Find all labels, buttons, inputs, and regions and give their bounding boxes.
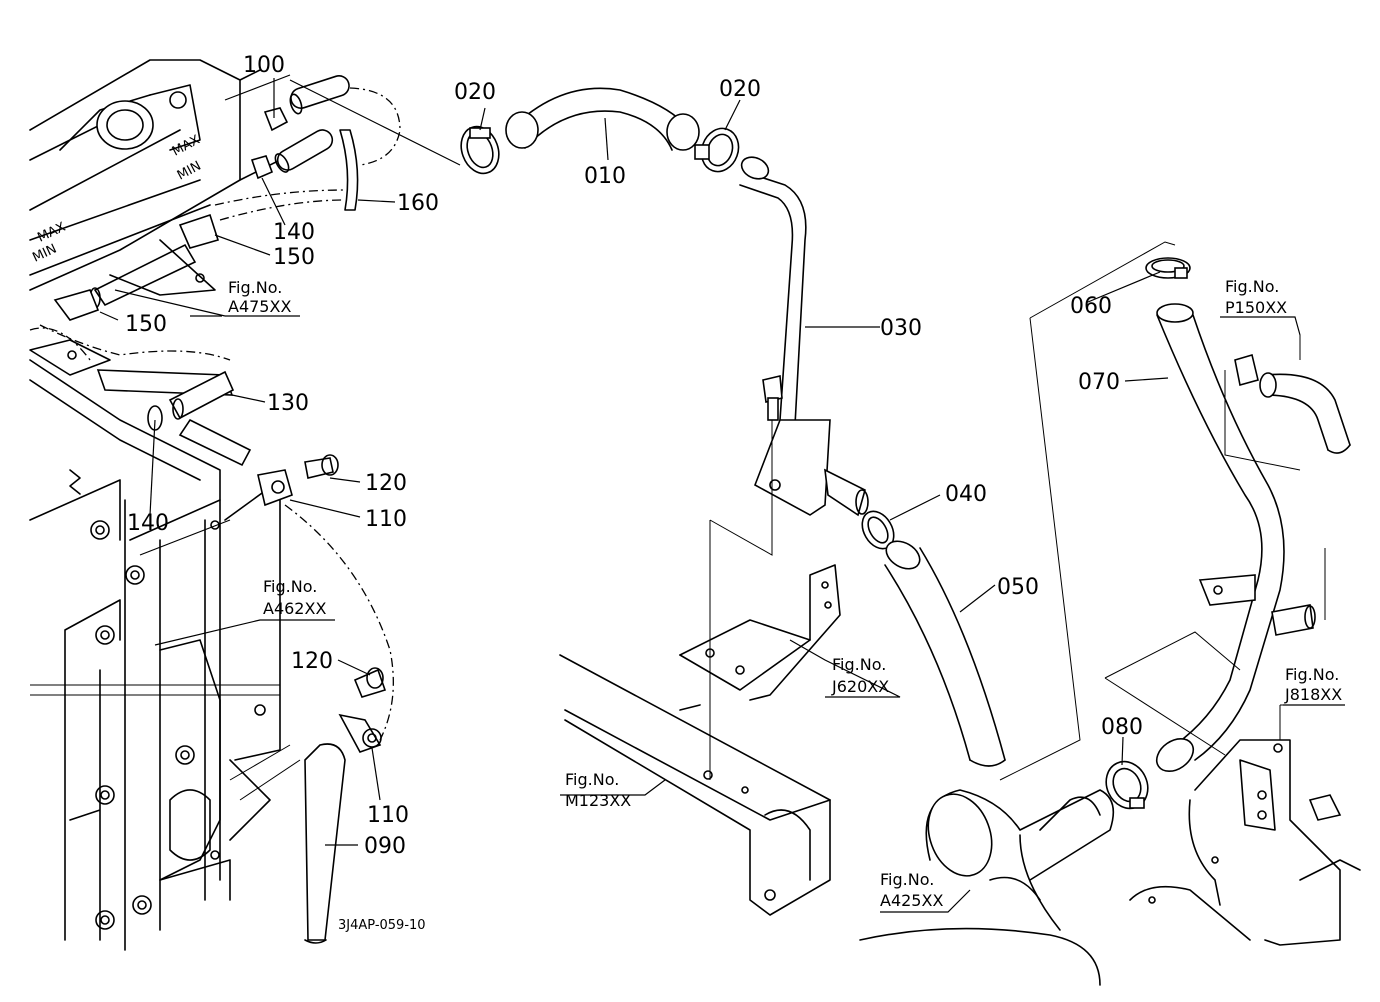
bracket-frame bbox=[559, 564, 841, 916]
fig-ref-m123: Fig.No. M123XX bbox=[565, 770, 631, 810]
label-110-lower: 110 bbox=[367, 803, 409, 828]
label-080: 080 bbox=[1101, 715, 1143, 740]
fig-ref-a475: Fig.No. A475XX bbox=[228, 278, 291, 316]
label-110-upper: 110 bbox=[365, 507, 407, 532]
label-150-lower: 150 bbox=[125, 312, 167, 337]
svg-text:M123XX: M123XX bbox=[565, 791, 631, 810]
label-150-upper: 150 bbox=[273, 245, 315, 270]
bolt-icon bbox=[762, 375, 783, 421]
clamp-020-left bbox=[460, 125, 500, 175]
label-130: 130 bbox=[267, 391, 309, 416]
svg-text:Fig.No.: Fig.No. bbox=[263, 577, 317, 596]
hose-090 bbox=[304, 743, 346, 941]
svg-text:A462XX: A462XX bbox=[263, 599, 326, 618]
svg-text:Fig.No.: Fig.No. bbox=[1225, 277, 1279, 296]
engine-block bbox=[859, 739, 1361, 986]
clip-110-lower bbox=[338, 667, 387, 753]
svg-text:Fig.No.: Fig.No. bbox=[228, 278, 282, 297]
label-040: 040 bbox=[945, 482, 987, 507]
clamp-020-right bbox=[694, 127, 740, 173]
clamp-080 bbox=[1105, 760, 1149, 810]
label-070: 070 bbox=[1078, 370, 1120, 395]
fig-ref-j818: Fig.No. J818XX bbox=[1284, 665, 1342, 704]
svg-text:J818XX: J818XX bbox=[1284, 685, 1342, 704]
bolt-icon bbox=[90, 520, 195, 930]
fig-ref-p150: Fig.No. P150XX bbox=[1225, 277, 1287, 317]
svg-text:Fig.No.: Fig.No. bbox=[832, 655, 886, 674]
drawing-code: 3J4AP-059-10 bbox=[338, 918, 426, 933]
label-140-lower: 140 bbox=[127, 511, 169, 536]
svg-text:A425XX: A425XX bbox=[880, 891, 943, 910]
max-mark-upper: MAX bbox=[170, 133, 203, 160]
svg-text:J620XX: J620XX bbox=[831, 677, 889, 696]
label-140-upper: 140 bbox=[273, 220, 315, 245]
radiator-assembly bbox=[29, 59, 301, 951]
hose-p150 bbox=[1234, 353, 1351, 454]
label-010: 010 bbox=[584, 164, 626, 189]
hose-130-group bbox=[29, 213, 252, 467]
svg-text:P150XX: P150XX bbox=[1225, 298, 1287, 317]
label-120-lower: 120 bbox=[291, 649, 333, 674]
hose-010 bbox=[505, 87, 700, 151]
hose-050 bbox=[884, 540, 1006, 767]
fig-ref-a425: Fig.No. A425XX bbox=[880, 870, 943, 910]
label-090: 090 bbox=[364, 834, 406, 859]
min-mark-lower: MIN bbox=[30, 242, 59, 266]
clip-110-upper bbox=[257, 454, 339, 507]
label-020-left: 020 bbox=[454, 80, 496, 105]
label-160: 160 bbox=[397, 191, 439, 216]
svg-text:A475XX: A475XX bbox=[228, 297, 291, 316]
leader-lines bbox=[99, 78, 1345, 913]
fig-ref-a462: Fig.No. A462XX bbox=[263, 577, 326, 618]
label-050: 050 bbox=[997, 575, 1039, 600]
pipe-030 bbox=[739, 156, 869, 517]
svg-text:Fig.No.: Fig.No. bbox=[1285, 665, 1339, 684]
hose-pieces-top bbox=[214, 75, 401, 221]
svg-text:Fig.No.: Fig.No. bbox=[565, 770, 619, 789]
label-020-right: 020 bbox=[719, 77, 761, 102]
pipe-070 bbox=[1155, 303, 1316, 773]
svg-text:Fig.No.: Fig.No. bbox=[880, 870, 934, 889]
label-030: 030 bbox=[880, 316, 922, 341]
label-100: 100 bbox=[243, 53, 285, 78]
fig-ref-j620: Fig.No. J620XX bbox=[831, 655, 889, 696]
label-120-upper: 120 bbox=[365, 471, 407, 496]
label-060: 060 bbox=[1070, 294, 1112, 319]
